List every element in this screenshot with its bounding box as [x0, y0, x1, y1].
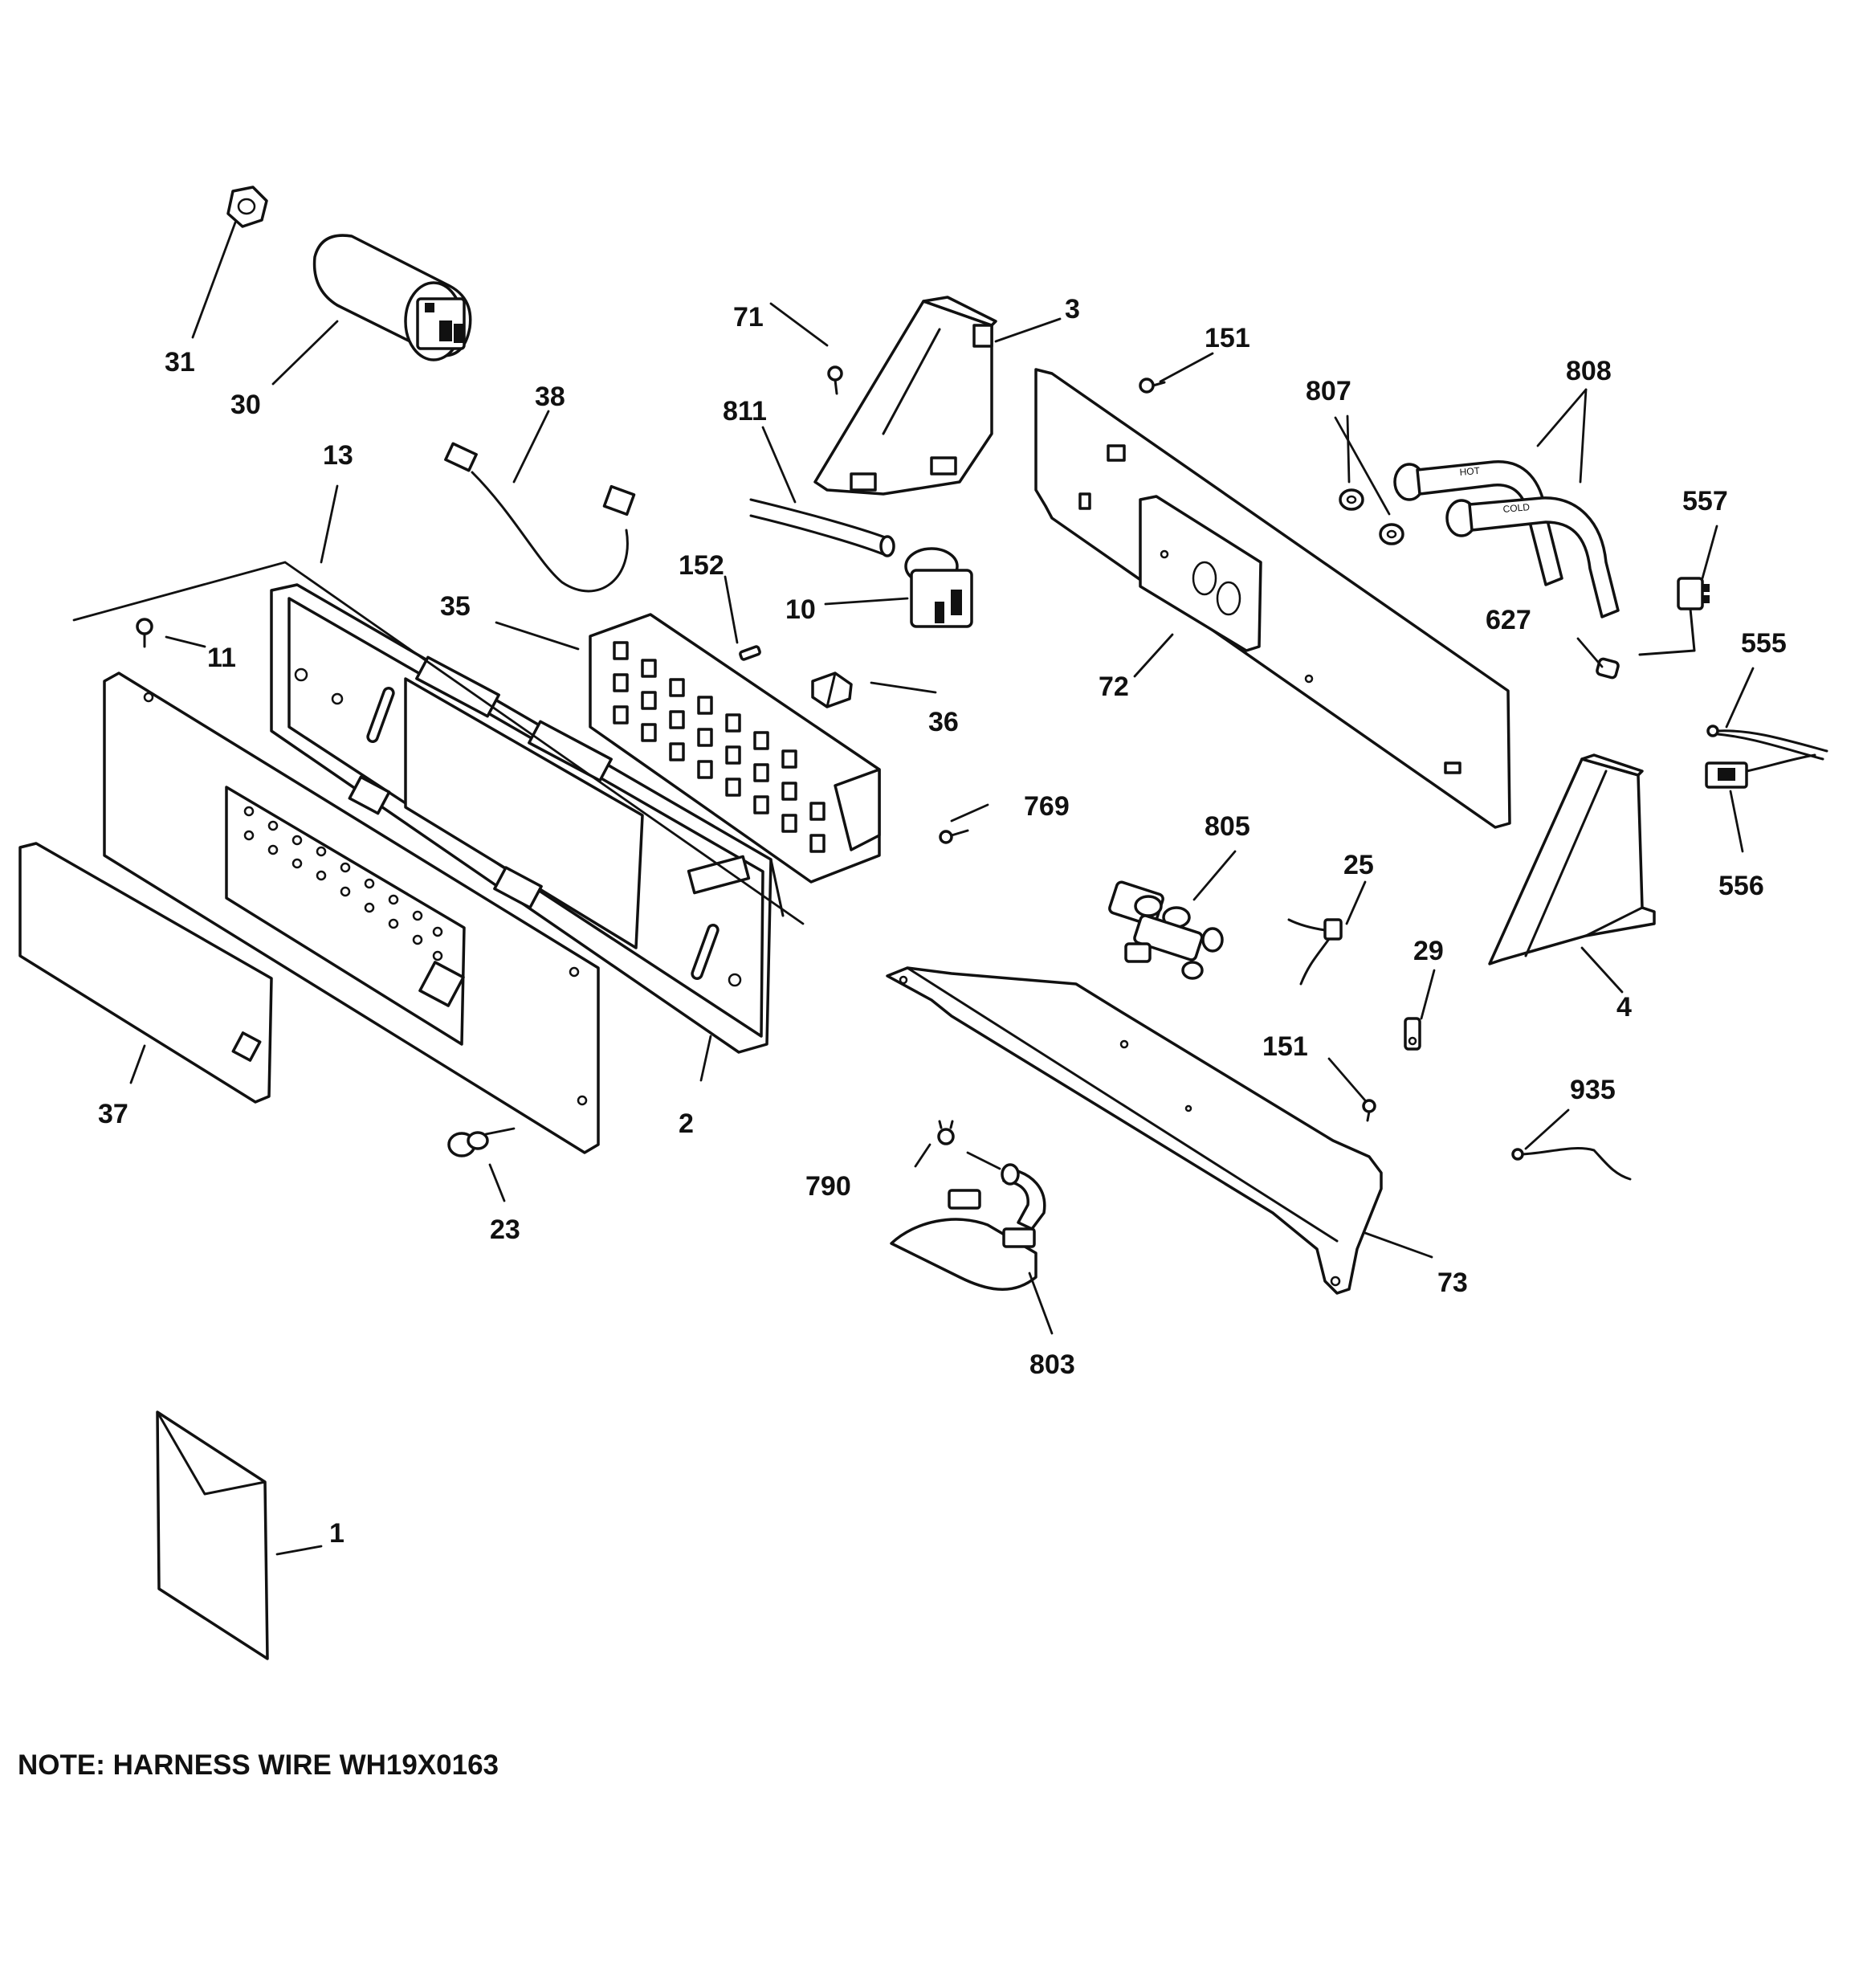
part-151-screw-top [1139, 378, 1166, 394]
callout-30: 30 [230, 390, 261, 420]
callout-29: 29 [1413, 936, 1444, 966]
harness-note: NOTE: HARNESS WIRE WH19X0163 [18, 1749, 499, 1781]
part-807-washers [1339, 488, 1404, 545]
part-71-screw [827, 365, 843, 395]
part-38-wire [444, 442, 636, 593]
part-2-control-panel [103, 672, 600, 1154]
callout-73: 73 [1437, 1268, 1468, 1298]
callout-71: 71 [733, 302, 764, 333]
part-11-screw [136, 618, 153, 648]
callout-556: 556 [1718, 871, 1764, 901]
callout-790: 790 [805, 1171, 851, 1202]
hose-label-hot: HOT [1459, 465, 1481, 478]
callout-10: 10 [785, 594, 816, 625]
leader-lines [72, 221, 1755, 1556]
part-37-overlay [18, 842, 273, 1104]
part-805-water-valve [1108, 880, 1224, 980]
callout-36: 36 [928, 707, 959, 737]
bracket-slot-grid [613, 641, 826, 853]
part-557-connector [1638, 577, 1710, 656]
callout-627: 627 [1486, 605, 1531, 635]
callout-35: 35 [440, 591, 471, 622]
callout-13: 13 [323, 440, 353, 471]
part-790-clamp [937, 1120, 955, 1145]
hose-label-cold: COLD [1502, 501, 1531, 515]
callout-151-top: 151 [1205, 323, 1250, 353]
part-152-screw [739, 645, 761, 661]
callout-37: 37 [98, 1099, 128, 1129]
part-811-hose [749, 498, 895, 557]
callout-805: 805 [1205, 811, 1250, 842]
callout-803: 803 [1029, 1349, 1075, 1380]
part-36-clip [811, 672, 853, 708]
callout-555: 555 [1741, 628, 1787, 659]
part-556-terminal-block [1705, 753, 1816, 789]
callout-11: 11 [207, 643, 236, 673]
part-555-wire [1706, 725, 1828, 761]
callout-811: 811 [723, 396, 767, 427]
callout-4: 4 [1616, 992, 1632, 1023]
callout-935: 935 [1570, 1075, 1616, 1105]
callout-25: 25 [1343, 850, 1374, 880]
callout-557: 557 [1682, 486, 1728, 516]
callout-1: 1 [329, 1518, 344, 1549]
callout-38: 38 [535, 382, 565, 412]
callout-labels: 31 30 38 13 11 35 37 2 23 71 3 811 152 1… [98, 294, 1787, 1549]
callout-769: 769 [1024, 791, 1070, 822]
part-10-pressure-switch [904, 547, 973, 628]
part-30-capacitor [312, 234, 472, 361]
part-1-literature [156, 1410, 269, 1660]
part-29-clip [1404, 1017, 1421, 1051]
part-23-button [447, 1131, 489, 1157]
part-73-base-panel [886, 966, 1383, 1295]
panel-button-dots [243, 806, 443, 961]
callout-3: 3 [1065, 294, 1080, 325]
part-35-switch-bracket [589, 613, 881, 884]
callout-152: 152 [679, 550, 724, 581]
part-803-dispenser [890, 1163, 1046, 1291]
callout-72: 72 [1099, 672, 1129, 702]
part-31-nut [226, 186, 268, 228]
part-4-end-bracket [1488, 753, 1656, 965]
part-3-end-bracket [813, 296, 997, 496]
part-808-fill-hoses: HOT COLD [1393, 460, 1620, 618]
callout-151-lower: 151 [1262, 1031, 1308, 1062]
part-72-back-panel [1034, 368, 1511, 829]
callout-807: 807 [1306, 376, 1351, 406]
part-13-control-frame [270, 583, 785, 1054]
part-151-screw-lower [1362, 1099, 1376, 1122]
part-627-grommet [1596, 657, 1620, 680]
part-935-wire [1511, 1147, 1632, 1181]
callout-2: 2 [679, 1108, 694, 1139]
callout-23: 23 [490, 1214, 520, 1245]
callout-31: 31 [165, 347, 195, 378]
part-769-screw [939, 829, 969, 844]
callout-808: 808 [1566, 356, 1612, 386]
part-25-wire-connector [1287, 918, 1343, 986]
